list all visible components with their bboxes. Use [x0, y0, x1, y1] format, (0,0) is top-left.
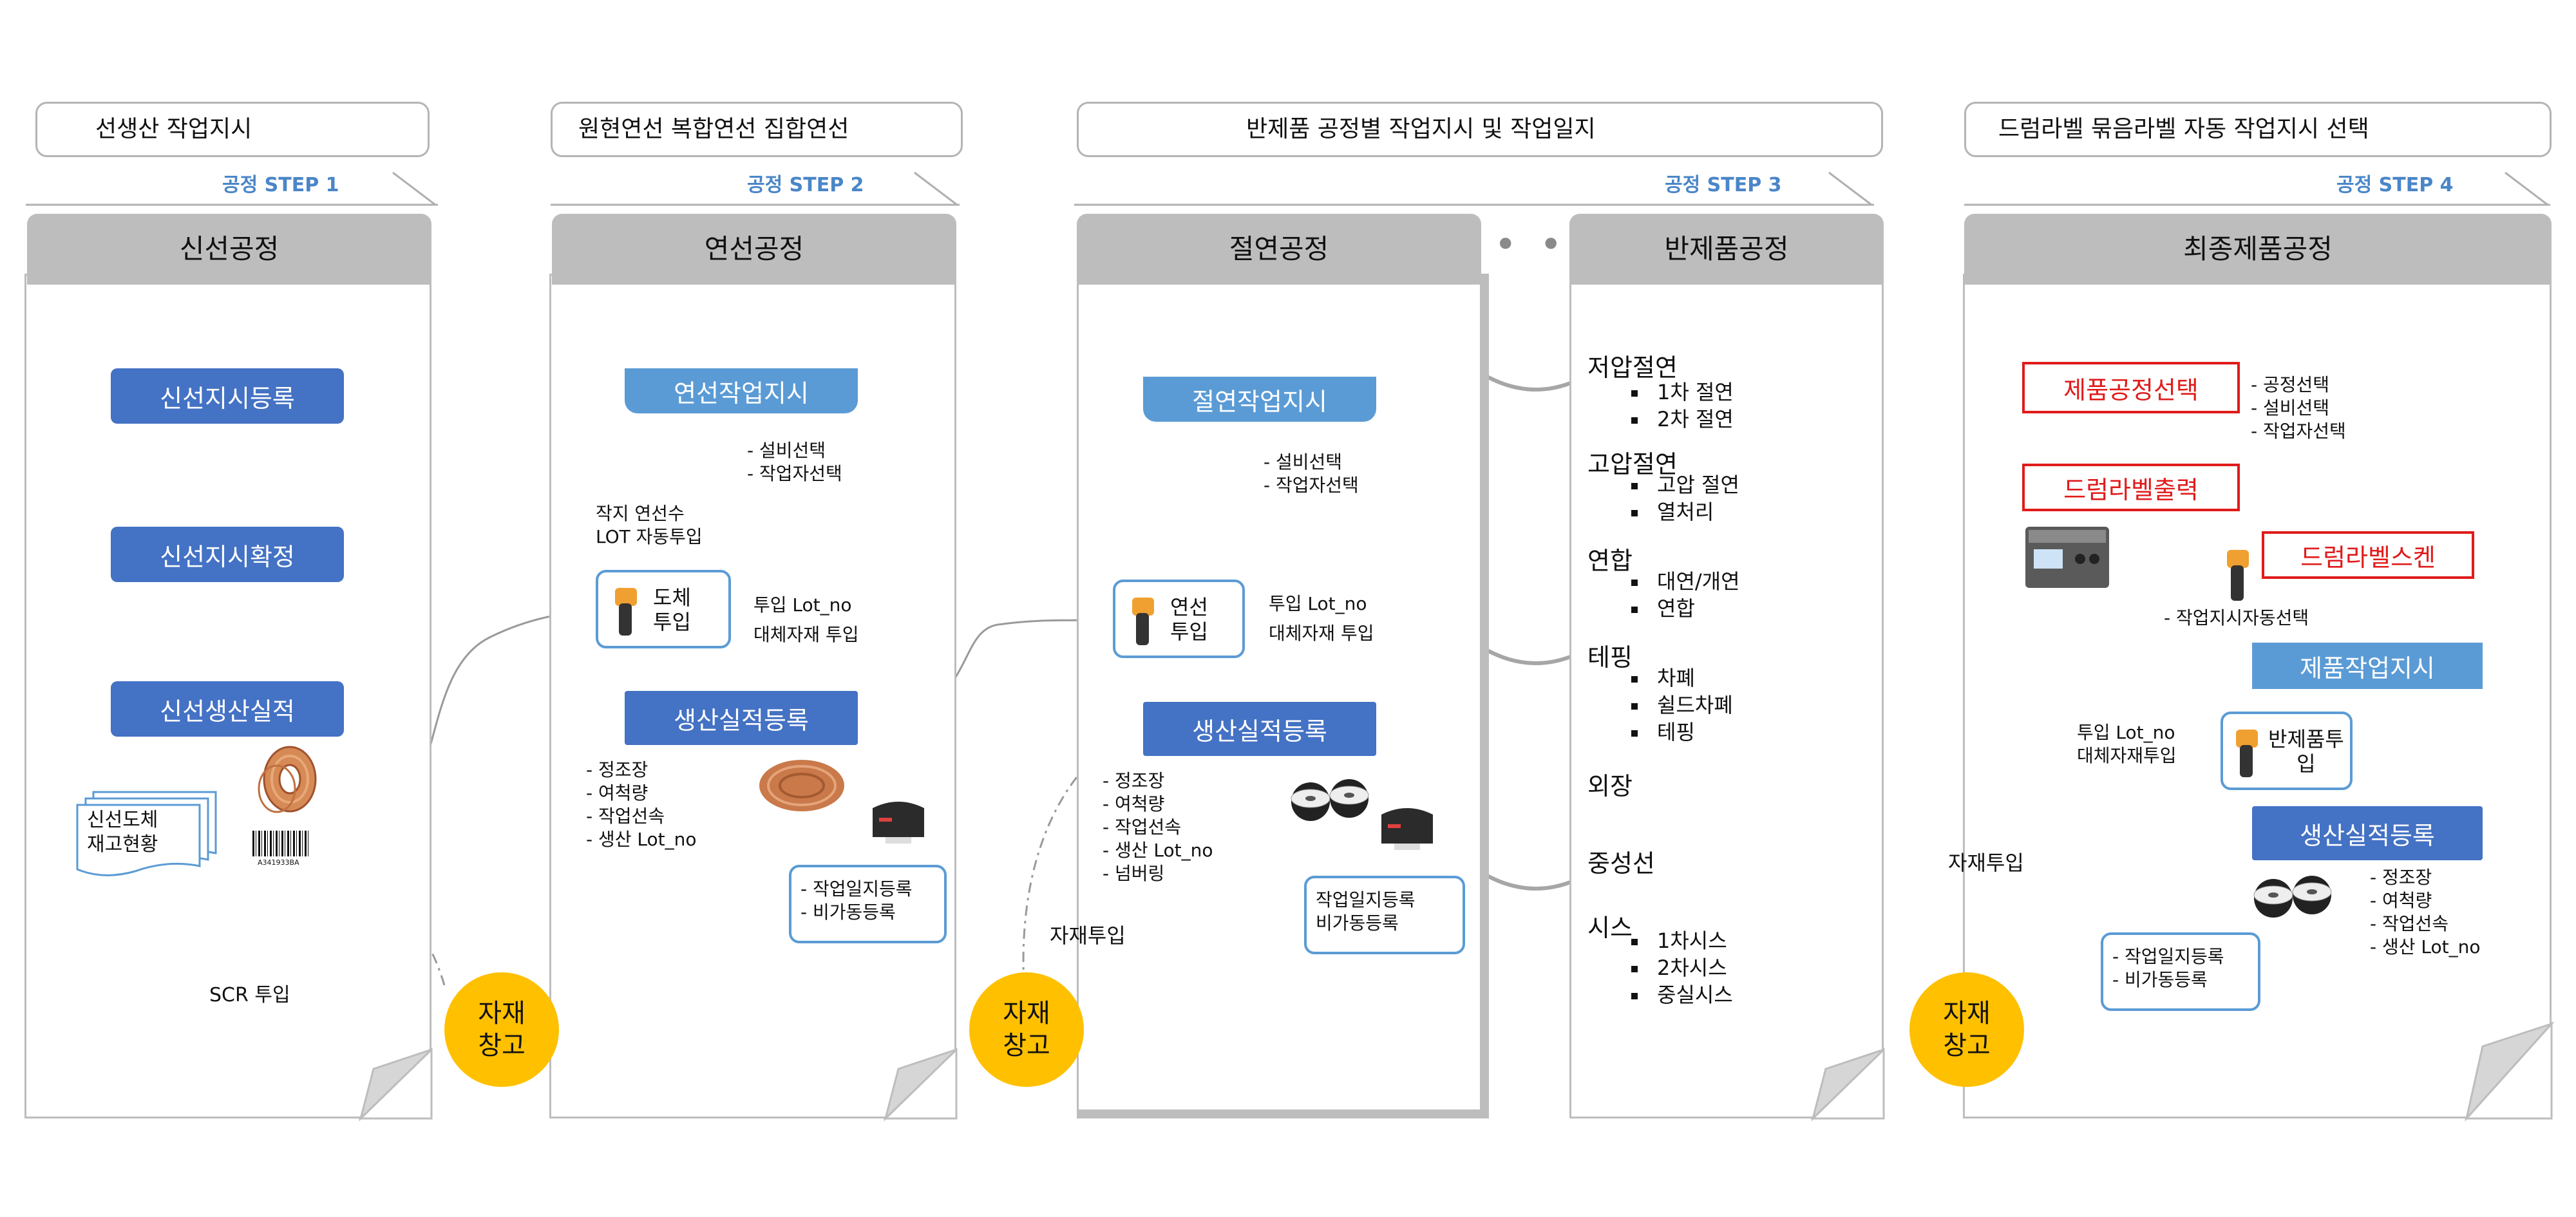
- drawing-order-confirm[interactable]: 신선지시확정: [111, 527, 344, 582]
- insulation-order-notes: - 설비선택 - 작업자선택: [1264, 451, 1359, 496]
- list-item: 2차 절연: [1631, 406, 1734, 433]
- list-item: 2차시스: [1631, 954, 1733, 981]
- copper-coil-icon: [254, 744, 319, 821]
- document-stack-icon: [74, 789, 222, 879]
- final-worklog[interactable]: - 작업일지등록 - 비가동등록: [2101, 932, 2260, 1011]
- insulation-worklog[interactable]: 작업일지등록 비가동등록: [1304, 876, 1465, 954]
- category-high-voltage: 고압절연: [1587, 450, 1678, 478]
- semi-product-input-label: 반제품투 입: [2268, 727, 2344, 776]
- semi-product-input-scan[interactable]: 반제품투 입: [2221, 712, 2353, 790]
- category-neutral: 중성선: [1587, 849, 1655, 878]
- conductor-input-scan[interactable]: 도체 투입: [596, 570, 731, 648]
- product-select-notes: - 공정선택 - 설비선택 - 작업자선택: [2251, 374, 2346, 442]
- tab-final: 최종제품공정: [1964, 214, 2552, 285]
- industrial-printer-icon: [2022, 520, 2112, 591]
- tab-drawing: 신선공정: [27, 214, 431, 285]
- drum-label-scan[interactable]: 드럼라벨스켄: [2262, 531, 2474, 579]
- step-1: 공정 STEP 1: [222, 174, 339, 196]
- label-printer-icon: [866, 782, 931, 847]
- drum-label-print[interactable]: 드럼라벨출력: [2022, 464, 2240, 511]
- stranding-work-order[interactable]: 연선작업지시: [625, 368, 858, 413]
- final-production-result[interactable]: 생산실적등록: [2252, 806, 2483, 860]
- list-item: 테핑: [1631, 719, 1733, 746]
- conductor-input-label: 도체 투입: [653, 585, 691, 634]
- copper-wire-bundle-icon: [757, 757, 847, 815]
- auto-order-note: - 작업지시자동선택: [2164, 607, 2309, 628]
- tab-stranding: 연선공정: [552, 214, 956, 285]
- cable-drums-icon: [1288, 769, 1372, 827]
- header-pre-production: 선생산 작업지시: [35, 102, 430, 157]
- barcode-scanner-icon: [1132, 598, 1154, 645]
- stranding-production-result[interactable]: 생산실적등록: [625, 691, 858, 745]
- sheet-semi: [1569, 274, 1884, 1118]
- list-item: 고압 절연: [1631, 471, 1739, 498]
- category-low-voltage: 저압절연: [1587, 354, 1678, 382]
- list-item: 대연/개연: [1631, 568, 1740, 595]
- list-item: 쉴드차폐: [1631, 692, 1733, 719]
- material-warehouse-1[interactable]: 자재 창고: [444, 972, 559, 1087]
- list-item: 1차 절연: [1631, 379, 1734, 406]
- category-sheath: 시스: [1587, 914, 1633, 942]
- step-2: 공정 STEP 2: [747, 174, 864, 196]
- list-item: 중실시스: [1631, 981, 1733, 1008]
- barcode-scanner-icon: [2222, 549, 2254, 603]
- insulation-material-input: 자재투입: [1050, 923, 1126, 948]
- barcode-text: A341933BA: [258, 858, 299, 867]
- list-item: 연합: [1631, 595, 1740, 622]
- stranding-result-notes: - 정조장 - 여척량 - 작업선속 - 생산 Lot_no: [586, 759, 697, 850]
- wire-stock-label: 신선도체 재고현황: [87, 809, 158, 856]
- material-warehouse-2[interactable]: 자재 창고: [969, 972, 1084, 1087]
- insulation-input-notes: 투입 Lot_no 대체자재 투입: [1269, 593, 1374, 644]
- header-final-product: 드럼라벨 묶음라벨 자동 작업지시 선택: [1964, 102, 2552, 157]
- final-material-input: 자재투입: [1948, 851, 2024, 875]
- drawing-production-result[interactable]: 신선생산실적: [111, 681, 344, 737]
- list-item: 차폐: [1631, 665, 1733, 692]
- category-armor: 외장: [1587, 772, 1633, 800]
- product-input-notes: 투입 Lot_no 대체자재투입: [2077, 722, 2177, 766]
- barcode-scanner-icon: [2236, 730, 2258, 777]
- stranding-order-notes: - 설비선택 - 작업자선택: [747, 440, 842, 484]
- tab-semi: 반제품공정: [1569, 214, 1884, 285]
- barcode-icon: [252, 831, 310, 856]
- insulation-work-order[interactable]: 절연작업지시: [1143, 377, 1376, 422]
- cable-drums-icon: [2251, 866, 2334, 924]
- drawing-order-register[interactable]: 신선지시등록: [111, 368, 344, 424]
- product-process-select[interactable]: 제품공정선택: [2022, 362, 2240, 413]
- category-union: 연합: [1587, 547, 1633, 575]
- category-taping: 테핑: [1587, 643, 1633, 672]
- step-4: 공정 STEP 4: [2336, 174, 2454, 196]
- label-printer-icon: [1375, 789, 1439, 853]
- step-3: 공정 STEP 3: [1665, 174, 1782, 196]
- material-warehouse-3[interactable]: 자재 창고: [1909, 972, 2024, 1087]
- product-work-order[interactable]: 제품작업지시: [2252, 643, 2483, 689]
- strand-input-scan[interactable]: 연선 투입: [1113, 580, 1245, 658]
- strand-input-label: 연선 투입: [1170, 595, 1208, 644]
- stranding-auto-note: 작지 연선수 LOT 자동투입: [596, 503, 703, 547]
- header-semi-product: 반제품 공정별 작업지시 및 작업일지: [1077, 102, 1883, 157]
- scr-input-label: SCR 투입: [209, 984, 290, 1006]
- stranding-worklog[interactable]: - 작업일지등록 - 비가동등록: [789, 865, 947, 943]
- list-item: 열처리: [1631, 498, 1739, 525]
- tab-insulation: 절연공정: [1077, 214, 1481, 285]
- insulation-production-result[interactable]: 생산실적등록: [1143, 702, 1376, 756]
- list-item: 1차시스: [1631, 927, 1733, 954]
- final-result-notes: - 정조장 - 여척량 - 작업선속 - 생산 Lot_no: [2370, 867, 2481, 958]
- insulation-result-notes: - 정조장 - 여척량 - 작업선속 - 생산 Lot_no - 넘버링: [1103, 770, 1213, 884]
- barcode-scanner-icon: [615, 588, 637, 636]
- stranding-input-notes: 투입 Lot_no 대체자재 투입: [753, 594, 859, 645]
- header-stranding: 원현연선 복합연선 집합연선: [551, 102, 963, 157]
